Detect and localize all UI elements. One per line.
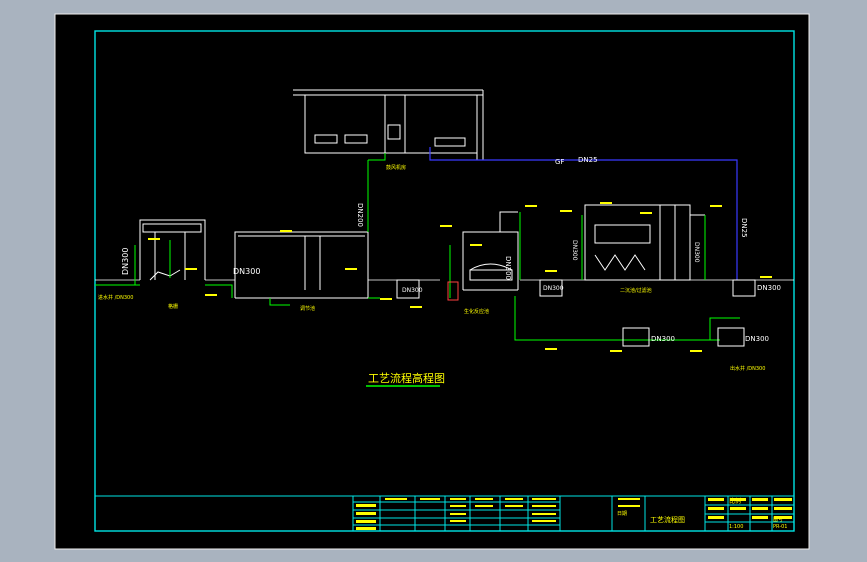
lower-sumps [622, 327, 745, 347]
aeration-pipes [205, 153, 386, 306]
title-block-fill [356, 498, 792, 530]
gas-main-label: DN25 [578, 156, 598, 164]
post-tank-label: DN300 [571, 240, 578, 261]
lower-pipes [514, 296, 740, 341]
reactor-label: 生化反应池 [464, 308, 489, 315]
aeration-tank [234, 231, 369, 299]
settler-pipes [581, 215, 706, 280]
screen-well-pipes [95, 240, 171, 286]
elevation-marks [148, 202, 772, 352]
gas-tag: GF [555, 158, 564, 166]
grit-label: DN300 [233, 267, 260, 276]
title-block-project: 工艺流程图 [650, 515, 685, 524]
sump-1 [396, 279, 420, 299]
center-valve [447, 281, 459, 301]
title-block-sheet-label: 图号 [773, 517, 783, 523]
title-block-sheet: PR-01 [773, 524, 787, 530]
settler-label: 二沉池/过滤池 [620, 287, 652, 294]
aeration-label: 调节池 [300, 305, 315, 312]
drawing-sheet [54, 13, 810, 550]
lower-sump-label: DN300 [651, 335, 675, 343]
screen-label: 格栅 [168, 303, 178, 310]
sump-2 [539, 279, 563, 297]
gas-vertical-label: DN25 [740, 218, 748, 238]
inlet-label: DN300 [121, 248, 130, 275]
blower-label: 鼓风机房 [386, 164, 406, 171]
title-block-scale-label: 比例 [729, 497, 741, 505]
sump2-label: DN300 [543, 285, 564, 292]
vertical-left-label: DN200 [356, 203, 364, 227]
center-pipes [449, 212, 521, 298]
right-vertical-label: DN300 [693, 242, 700, 263]
blower-building [293, 89, 484, 160]
title-block-scale: 1:100 [729, 524, 743, 530]
main-title: 工艺流程高程图 [368, 371, 445, 385]
sump1-label: DN300 [402, 287, 423, 294]
title-block-date-label: 日期 [617, 511, 627, 517]
outlet-label: 出水井 /DN300 [730, 365, 765, 372]
lower-right-label: DN300 [745, 335, 769, 343]
title-block [95, 495, 794, 531]
center-label: DN300 [504, 256, 512, 280]
right-sump-label: DN300 [757, 284, 781, 292]
center-reactor [462, 211, 519, 291]
inlet-note: 进水井 /DN300 [98, 294, 133, 301]
gas-pipe [429, 147, 738, 280]
right-sump [732, 279, 756, 297]
settler-building [584, 204, 705, 281]
